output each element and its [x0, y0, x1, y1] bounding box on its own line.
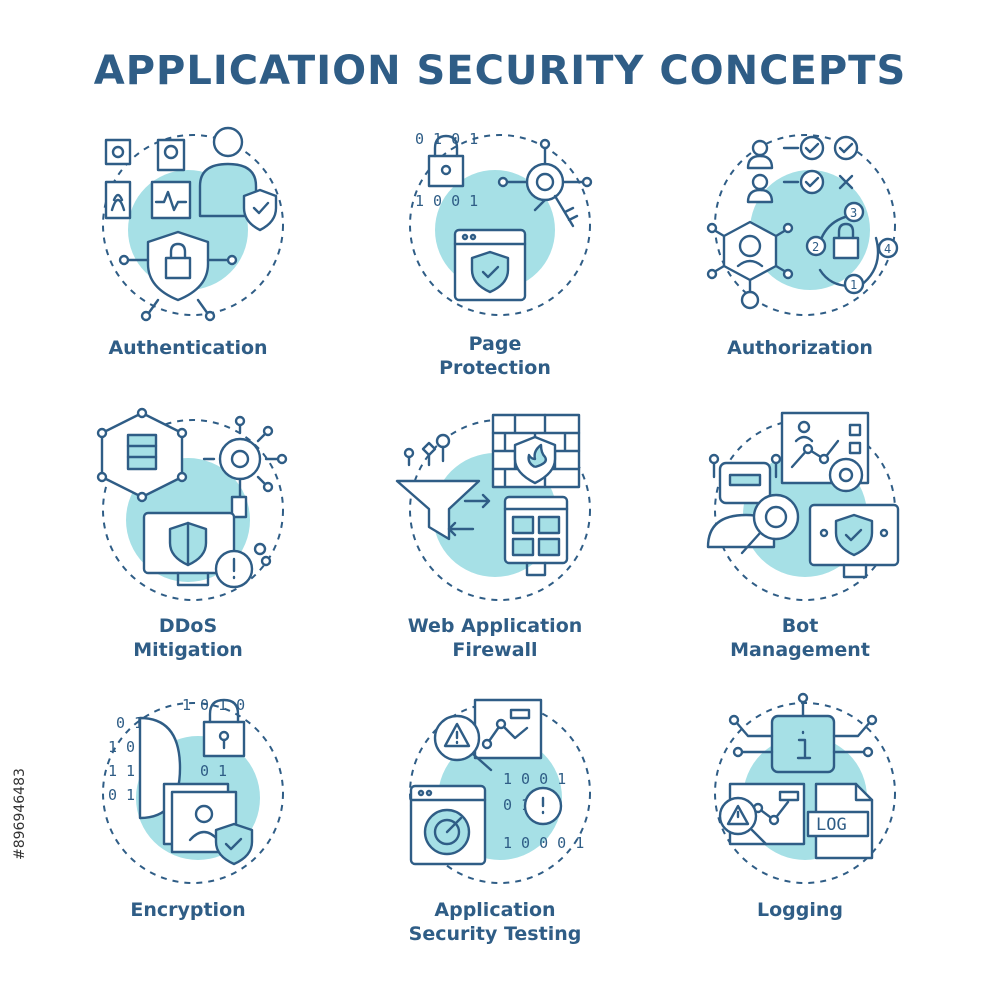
page-protection-label: Page Protection: [439, 333, 551, 379]
authentication-label: Authentication: [108, 337, 268, 359]
authorization-icon: 3 2 4 1: [700, 120, 910, 330]
page-title: APPLICATION SECURITY CONCEPTS: [93, 48, 907, 94]
encryption-label: Encryption: [130, 899, 246, 921]
authorization-label: Authorization: [727, 337, 873, 359]
bot-management-label: Bot Management: [730, 615, 870, 661]
web-application-firewall-icon: [395, 405, 605, 615]
svg-text:2: 2: [812, 240, 819, 254]
ddos-mitigation-label: DDoS Mitigation: [133, 615, 243, 661]
svg-text:1 0 0 0 1: 1 0 0 0 1: [503, 834, 584, 852]
svg-text:LOG: LOG: [816, 815, 847, 835]
svg-text:3: 3: [850, 206, 857, 220]
ddos-mitigation-icon: [88, 405, 298, 615]
logging-label: Logging: [756, 899, 843, 921]
logging-icon: LOG: [700, 688, 910, 898]
svg-text:1: 1: [850, 278, 857, 292]
svg-text:4: 4: [884, 242, 891, 256]
svg-text:0 1 0 1: 0 1 0 1: [415, 130, 478, 148]
application-security-testing-label: Application Security Testing: [408, 899, 582, 945]
bot-management-icon: [700, 405, 910, 615]
svg-text:0 1: 0 1: [200, 762, 227, 780]
watermark-id: #896946483: [12, 768, 28, 860]
page-protection-icon: 0 1 0 1 1 0 0 1: [395, 120, 605, 330]
svg-text:1 0 0 1: 1 0 0 1: [415, 192, 478, 210]
web-application-firewall-label: Web Application Firewall: [407, 615, 583, 661]
encryption-icon: 1 0 1 0 0 1 1 0 0 1 1 0 0 1 0 0 1: [88, 688, 298, 898]
authentication-icon: [88, 120, 298, 330]
svg-text:1 0 0 1: 1 0 0 1: [503, 770, 566, 788]
svg-text:0 1: 0 1: [116, 714, 143, 732]
application-security-testing-icon: 1 0 0 1 0 1 0 1 0 0 0 1: [395, 688, 605, 898]
